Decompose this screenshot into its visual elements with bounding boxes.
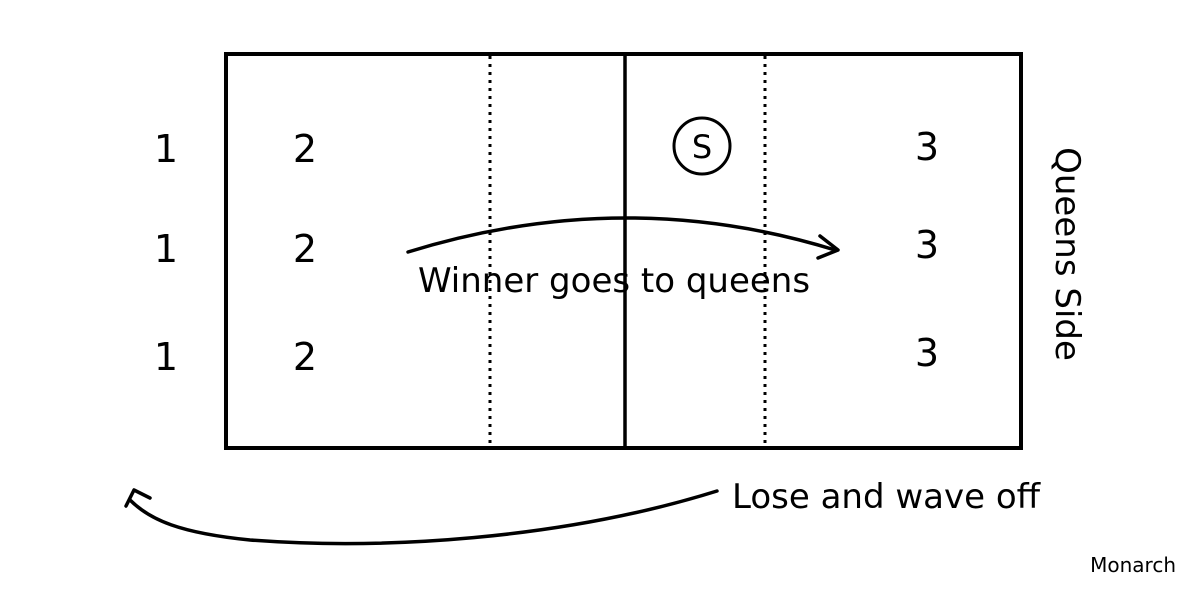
queue-player-2: 1	[154, 227, 178, 271]
challenger-player-2: 2	[293, 227, 317, 271]
winner-label: Winner goes to queens	[418, 261, 810, 301]
challenger-player-3: 2	[293, 335, 317, 379]
queue-player-1: 1	[154, 127, 178, 171]
winner-arrowhead	[816, 234, 840, 260]
server-marker-circle	[672, 116, 732, 176]
queens-player-3: 3	[915, 331, 939, 375]
queue-player-3: 1	[154, 335, 178, 379]
queens-player-1: 3	[915, 125, 939, 169]
loser-label: Lose and wave off	[732, 477, 1042, 517]
server-marker-label: S	[692, 128, 712, 166]
challenger-player-1: 2	[293, 127, 317, 171]
winner-arrow	[406, 216, 837, 254]
brand-label: Monarch	[1090, 553, 1176, 577]
loser-arrow	[128, 489, 719, 546]
queens-side-label: Queens Side	[1047, 147, 1087, 361]
queens-player-2: 3	[915, 223, 939, 267]
loser-arrowhead	[124, 488, 152, 508]
